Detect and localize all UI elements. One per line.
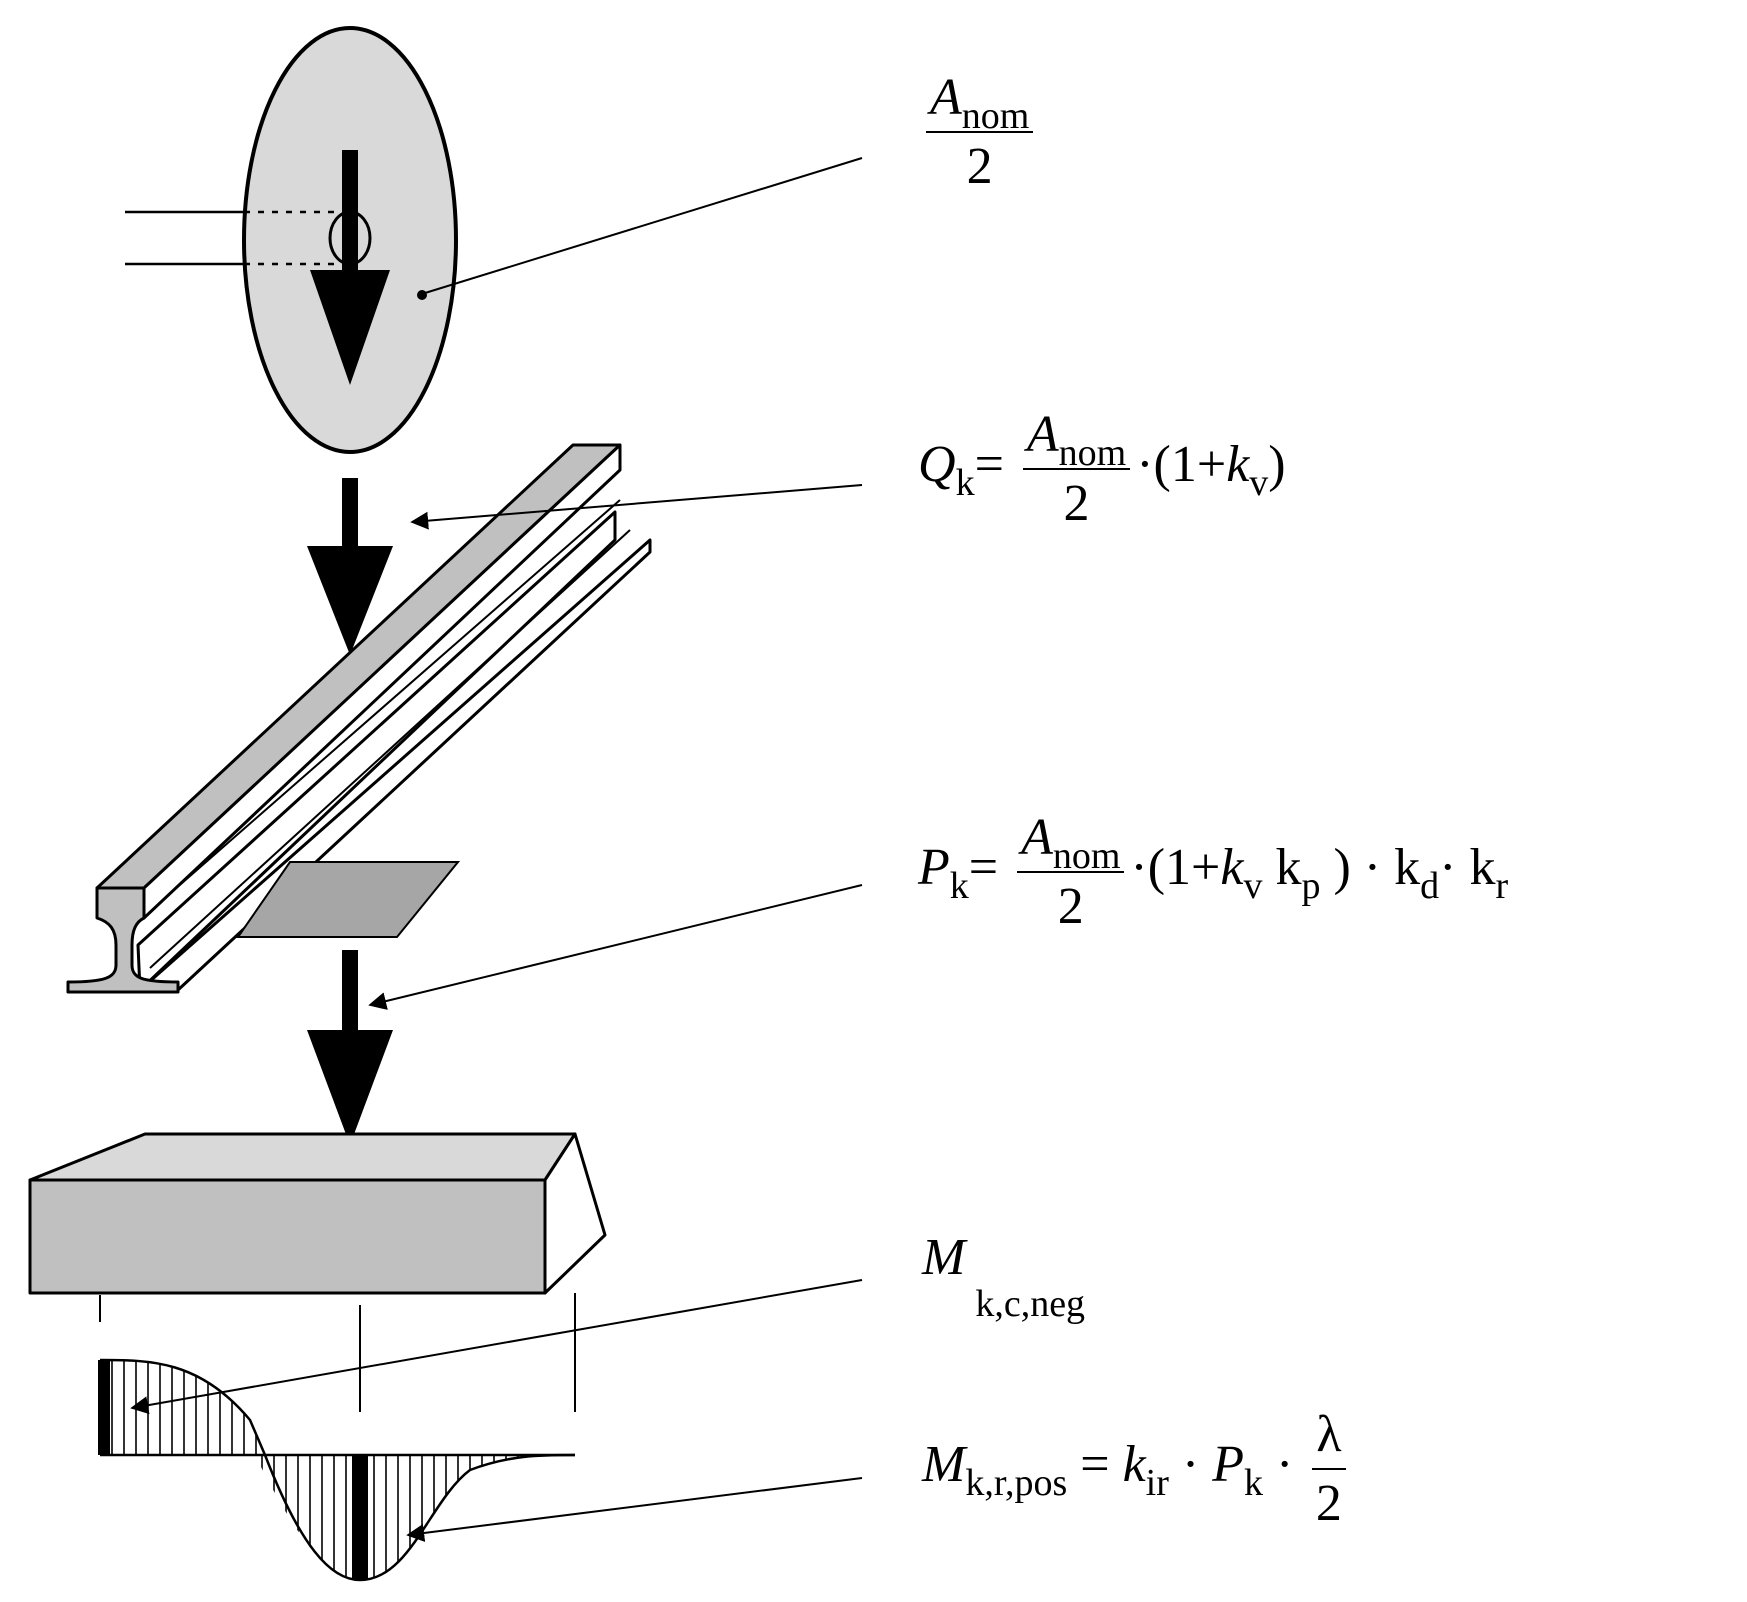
label-a-nom-half: Anom 2 xyxy=(920,68,1039,196)
q-k-fraction: Anom 2 xyxy=(1022,405,1131,533)
wheel-reference-point xyxy=(417,290,427,300)
rail xyxy=(66,443,652,994)
sleeper xyxy=(28,1132,607,1295)
base-plate xyxy=(236,861,461,938)
rail-load-arrow xyxy=(307,478,393,655)
leader-q-k xyxy=(410,484,863,530)
label-q-k: Qk= Anom 2 ·(1+kv) xyxy=(918,405,1286,533)
label-p-k: Pk= Anom 2 ·(1+kv kp ) · kd· kr xyxy=(918,808,1509,936)
leader-p-k xyxy=(368,884,863,1010)
leader-a-nom xyxy=(424,157,863,294)
moment-diagram xyxy=(98,1293,576,1582)
leader-m-pos xyxy=(406,1477,863,1542)
rail-head-side xyxy=(142,443,622,920)
wheel-load-arrow-shaft xyxy=(342,150,358,280)
leader-lines xyxy=(130,157,863,1542)
p-k-fraction: Anom 2 xyxy=(1017,808,1125,936)
rail-profile xyxy=(66,886,180,994)
sleeper-load-arrow xyxy=(307,950,393,1145)
sleeper-top xyxy=(28,1132,577,1182)
label-m-k-r-pos: Mk,r,pos = kir · Pk · λ 2 xyxy=(922,1405,1352,1533)
lambda-fraction: λ 2 xyxy=(1312,1405,1346,1533)
wheel-load-arrowhead xyxy=(310,270,390,385)
label-m-k-c-neg: Mk,c,neg xyxy=(922,1229,1086,1325)
sleeper-front xyxy=(28,1178,547,1295)
wheel xyxy=(125,26,458,454)
sleeper-end xyxy=(543,1132,607,1295)
leader-m-neg xyxy=(130,1279,863,1415)
negative-moment-peak-bar xyxy=(98,1360,110,1455)
positive-moment-peak-bar xyxy=(352,1455,368,1580)
a-nom-fraction: Anom 2 xyxy=(926,68,1034,196)
